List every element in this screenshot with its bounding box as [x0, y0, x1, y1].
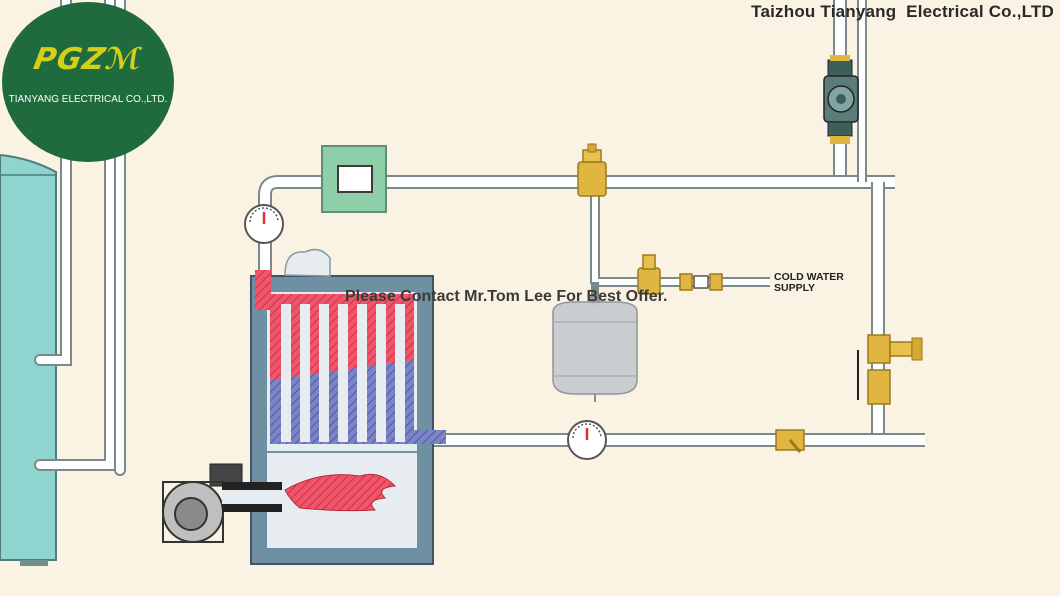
- company-logo: PGZℳ TIANYANG ELECTRICAL CO.,LTD.: [2, 2, 174, 162]
- company-name: Taizhou Tianyang Electrical Co.,LTD: [751, 2, 1054, 21]
- storage-tank: [0, 153, 57, 566]
- relief-valve: [857, 334, 923, 405]
- air-vent-valve: [577, 143, 607, 197]
- burner: [162, 463, 282, 543]
- contact-watermark: Please Contact Mr.Tom Lee For Best Offer…: [345, 288, 668, 305]
- cold-water-label-line1: COLD WATER: [774, 271, 844, 283]
- gauge-icon: [567, 420, 607, 460]
- pressure-reducing-valve: [637, 254, 723, 295]
- radiator: [321, 145, 387, 213]
- cold-water-label-line2: SUPPLY: [774, 282, 816, 294]
- logo-mark: PGZℳ: [30, 42, 146, 77]
- pump-icon: [823, 55, 859, 144]
- strainer-valve: [775, 429, 805, 453]
- expansion-tank: [552, 296, 638, 402]
- gauge-icon: [244, 204, 284, 244]
- logo-subtitle: TIANYANG ELECTRICAL CO.,LTD.: [8, 94, 168, 105]
- flame-icon: [284, 473, 397, 512]
- boiler: [250, 248, 446, 565]
- cold-water-supply-label: COLD WATER SUPPLY: [774, 272, 864, 294]
